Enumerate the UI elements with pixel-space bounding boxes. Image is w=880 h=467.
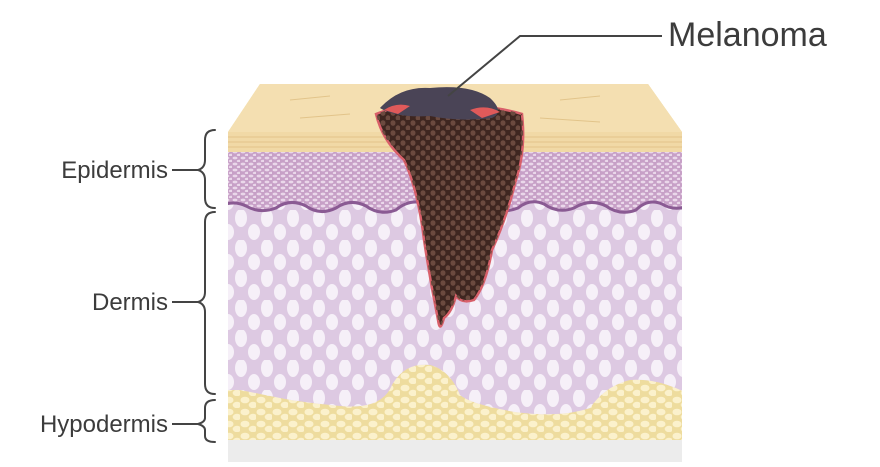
dermis-label: Dermis [92, 289, 168, 316]
epidermis-bracket [198, 130, 215, 208]
hypodermis-bracket [198, 400, 215, 442]
epidermis-label: Epidermis [61, 157, 168, 184]
layer-brackets [198, 130, 215, 442]
dermis-bracket [198, 212, 215, 394]
melanoma-label: Melanoma [668, 16, 827, 54]
block-shadow [228, 440, 682, 462]
hypodermis-label: Hypodermis [40, 411, 168, 438]
skin-block [220, 80, 690, 450]
